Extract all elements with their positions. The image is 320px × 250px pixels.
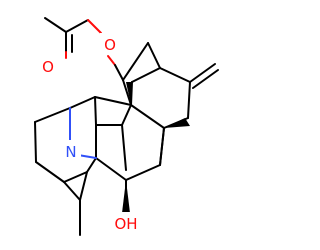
bond-quaternary-left	[94, 96, 132, 106]
bond-lower-diagonal	[95, 157, 127, 181]
bond-ring-left	[34, 121, 37, 163]
bond-methylene-double-b	[192, 69, 219, 89]
label-mask-n	[61, 140, 81, 162]
label-mask-o-carbonyl	[38, 55, 58, 77]
structure-canvas: O O N OH	[34, 17, 219, 236]
piperidine-ring	[34, 107, 97, 236]
label-mask-oh	[110, 212, 142, 234]
bond-central-down	[94, 96, 97, 126]
lower-ring	[122, 82, 190, 213]
wedge-bond-ring-junction	[164, 118, 190, 128]
acetyl-group	[44, 17, 124, 81]
bond-ring-to-cage	[86, 157, 97, 173]
bond-carbonyl-ester-o	[65, 19, 89, 33]
atom-o-carbonyl: O	[42, 58, 54, 76]
bond-ring-bottom	[63, 171, 88, 183]
bond-quaternary-link	[130, 104, 165, 129]
bond-methyl-c-up	[79, 171, 88, 201]
bond-ester-o-down	[107, 55, 116, 66]
bond-to-methyl-c	[63, 181, 81, 201]
atom-o-ester: O	[104, 36, 116, 54]
bond-bridge-right	[147, 42, 161, 69]
bond-bridge-inner	[131, 67, 161, 83]
bond-methylene-double-a	[189, 63, 216, 83]
structural-formula: O O N OH	[34, 17, 219, 236]
bond-methylene-c-down	[187, 81, 191, 119]
atom-n: N	[65, 143, 76, 161]
bond-ester-o-left	[87, 19, 102, 34]
bond-lower-right	[125, 164, 161, 181]
bond-quaternary-down	[121, 104, 132, 126]
central-cage	[69, 96, 165, 181]
wedge-bond-top	[126, 82, 132, 105]
bond-left-upper	[69, 96, 96, 109]
bond-ester-o-c	[114, 64, 124, 81]
bond-lower-right-up	[159, 127, 165, 166]
bond-mid-to-lower	[121, 124, 127, 171]
upper-cage	[122, 42, 219, 129]
bond-c-bridge-top	[122, 42, 149, 81]
bond-to-methylene-c	[159, 67, 191, 83]
atom-oh: OH	[114, 215, 137, 233]
bond-c-oac-quaternary	[122, 79, 132, 106]
bond-ring-top-left	[34, 107, 71, 123]
wedge-bond-oh	[122, 180, 130, 213]
bond-methyl-carbonyl	[44, 17, 67, 33]
label-mask-o-ester	[100, 33, 120, 55]
bond-ring-bottom-left	[35, 161, 65, 183]
